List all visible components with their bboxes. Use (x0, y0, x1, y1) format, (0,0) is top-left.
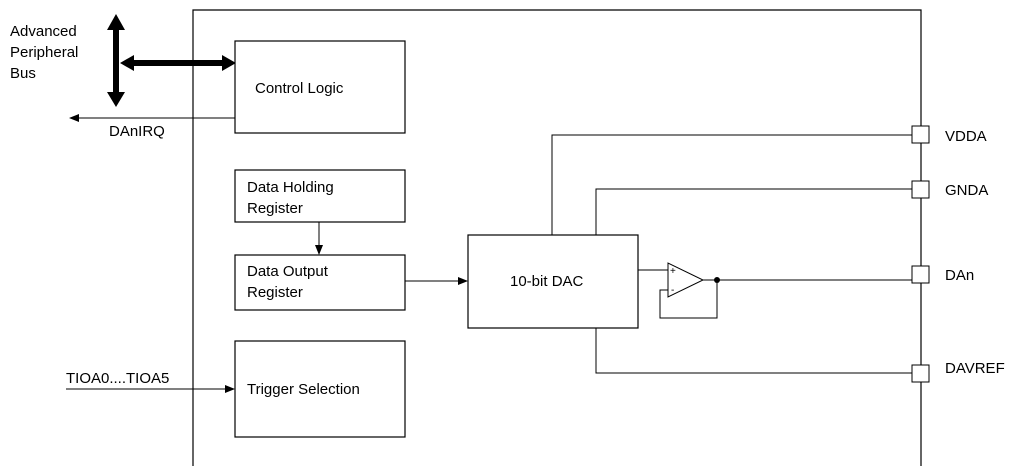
dhr-label-line2: Register (247, 200, 303, 217)
opamp-plus-sign: + (670, 266, 676, 277)
bus-label-line1: Advanced (10, 23, 77, 40)
dor-label-line1: Data Output (247, 263, 329, 280)
trigger-selection-block (234, 340, 406, 438)
irq-label: DAnIRQ (109, 123, 165, 140)
data-output-register-block (234, 254, 406, 311)
dac-block (467, 234, 639, 329)
data-holding-register-block (234, 169, 406, 223)
control-logic-label: Control Logic (255, 80, 344, 97)
bus-horizontal-arrow (120, 55, 236, 71)
dhr-label-line1: Data Holding (247, 179, 334, 196)
pin-dan-label: DAn (945, 267, 974, 284)
bus-label-line3: Bus (10, 65, 36, 82)
opamp-triangle (667, 262, 705, 298)
bus-vertical-arrow (107, 14, 125, 107)
pin-dan (911, 265, 930, 284)
trigger-input-label: TIOA0....TIOA5 (66, 370, 169, 387)
pin-gnda (911, 180, 930, 199)
peripheral-boundary (192, 9, 922, 466)
pin-vdda (911, 125, 930, 144)
pin-vdda-label: VDDA (945, 128, 987, 145)
bus-arrows (107, 14, 236, 107)
dor-label-line2: Register (247, 284, 303, 301)
davref-line (595, 328, 912, 374)
pin-davref (911, 364, 930, 383)
control-logic-block (234, 40, 406, 134)
vdda-line (551, 134, 912, 235)
pin-davref-label: DAVREF (945, 360, 1005, 377)
opamp-feedback-line (659, 280, 718, 319)
trigger-selection-label: Trigger Selection (247, 381, 360, 398)
opamp-minus-sign: - (671, 285, 674, 296)
pin-gnda-label: GNDA (945, 182, 988, 199)
bus-label-line2: Peripheral (10, 44, 78, 61)
dac-label: 10-bit DAC (510, 273, 584, 290)
gnda-line (595, 188, 912, 235)
